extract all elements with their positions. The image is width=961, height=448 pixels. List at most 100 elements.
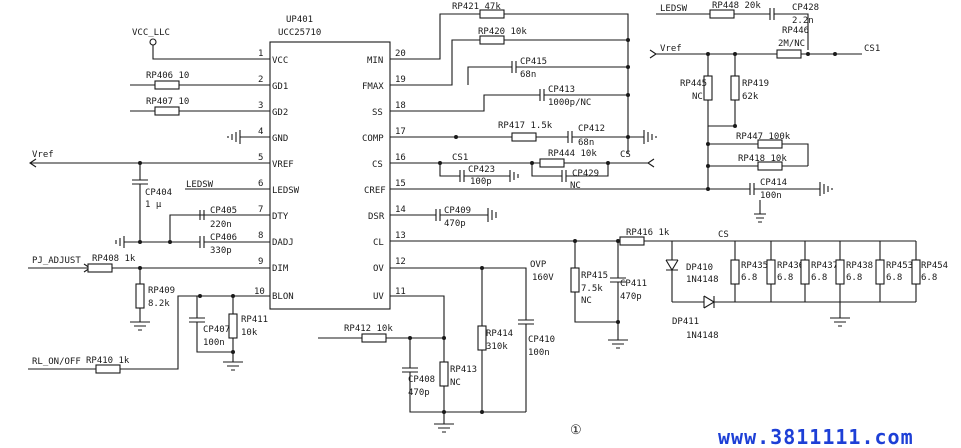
resistor-rp413: RP413 NC xyxy=(434,361,482,433)
svg-text:2.2n: 2.2n xyxy=(792,16,814,26)
svg-text:RP408 1k: RP408 1k xyxy=(92,254,136,264)
resistor-rp406: RP406 10 xyxy=(130,71,270,90)
svg-text:CP411: CP411 xyxy=(620,279,647,289)
ground-cp414-small xyxy=(754,200,766,223)
capacitor-cp428: CP428 2.2n xyxy=(769,3,819,26)
svg-text:NC: NC xyxy=(450,378,461,388)
svg-text:BLON: BLON xyxy=(272,292,294,302)
svg-text:CL: CL xyxy=(373,238,384,248)
svg-text:RP417 1.5k: RP417 1.5k xyxy=(498,121,553,131)
svg-text:VREF: VREF xyxy=(272,160,294,170)
resistor-rp415: RP415 7.5k NC xyxy=(570,241,618,323)
capacitor-cp413: CP413 1000p/NC xyxy=(390,85,630,112)
capacitor-cp404: CP404 1 μ xyxy=(132,163,172,244)
svg-text:RP446: RP446 xyxy=(782,26,809,36)
svg-text:DADJ: DADJ xyxy=(272,238,294,248)
svg-text:310k: 310k xyxy=(486,342,508,352)
svg-text:15: 15 xyxy=(395,179,406,189)
svg-text:62k: 62k xyxy=(742,92,759,102)
svg-text:RP438: RP438 xyxy=(846,261,873,271)
resistor-rp447: RP447 100k xyxy=(706,126,809,189)
svg-text:9: 9 xyxy=(258,257,263,267)
svg-text:RP436: RP436 xyxy=(777,261,804,271)
svg-text:COMP: COMP xyxy=(362,134,384,144)
svg-text:100n: 100n xyxy=(760,191,782,201)
resistor-rp448: RP448 20k xyxy=(709,1,761,19)
svg-text:DP410: DP410 xyxy=(686,263,713,273)
svg-text:RP415: RP415 xyxy=(581,271,608,281)
svg-text:RP406 10: RP406 10 xyxy=(146,71,189,81)
net-blon xyxy=(196,294,270,362)
capacitor-cp415: CP415 68n xyxy=(467,57,630,85)
svg-text:68n: 68n xyxy=(578,138,594,148)
svg-text:CP405: CP405 xyxy=(210,206,237,216)
ic-part: UCC25710 xyxy=(278,28,321,38)
resistor-rp414: RP414 310k xyxy=(477,325,513,352)
svg-text:CP428: CP428 xyxy=(792,3,819,13)
svg-text:CS: CS xyxy=(718,230,729,240)
resistor-rp407: RP407 10 xyxy=(130,97,270,116)
svg-text:VCC: VCC xyxy=(272,56,288,66)
svg-text:470p: 470p xyxy=(408,388,430,398)
svg-text:6.8: 6.8 xyxy=(921,273,937,283)
svg-text:RP418 10k: RP418 10k xyxy=(738,154,787,164)
svg-text:GD2: GD2 xyxy=(272,108,288,118)
svg-text:100p: 100p xyxy=(470,177,492,187)
svg-text:RP421 47k: RP421 47k xyxy=(452,2,501,12)
svg-text:CP414: CP414 xyxy=(760,178,787,188)
svg-text:CP408: CP408 xyxy=(408,375,435,385)
svg-text:160V: 160V xyxy=(532,273,554,283)
diode-dp411: DP411 1N4148 xyxy=(672,295,735,341)
svg-text:6.8: 6.8 xyxy=(886,273,902,283)
resistor-rp416: RP416 1k CS xyxy=(390,228,916,246)
svg-text:SS: SS xyxy=(372,108,383,118)
svg-text:1000p/NC: 1000p/NC xyxy=(548,98,591,108)
svg-text:68n: 68n xyxy=(520,70,536,80)
svg-text:RP453: RP453 xyxy=(886,261,913,271)
svg-text:7.5k: 7.5k xyxy=(581,284,603,294)
svg-text:GD1: GD1 xyxy=(272,82,288,92)
resistor-rp418: RP418 10k xyxy=(706,154,808,191)
svg-text:5: 5 xyxy=(258,153,263,163)
ic-ucc25710: UP401 UCC25710 xyxy=(269,15,391,310)
svg-text:RP413: RP413 xyxy=(450,365,477,375)
svg-text:6.8: 6.8 xyxy=(811,273,827,283)
svg-text:CREF: CREF xyxy=(364,186,386,196)
resistor-rp438: RP438 6.8 xyxy=(835,259,873,285)
resistor-rp453: RP453 6.8 xyxy=(875,259,913,285)
svg-text:DSR: DSR xyxy=(368,212,385,222)
svg-text:RP445: RP445 xyxy=(680,79,707,89)
capacitor-cp408: CP408 470p xyxy=(402,367,444,413)
capacitor-cp429: CP429 NC xyxy=(531,161,610,191)
svg-text:470p: 470p xyxy=(444,219,466,229)
capacitor-cp412: CP412 68n xyxy=(567,124,657,148)
svg-text:RP416 1k: RP416 1k xyxy=(626,228,670,238)
svg-text:RL_ON/OFF: RL_ON/OFF xyxy=(32,357,81,367)
svg-text:6.8: 6.8 xyxy=(846,273,862,283)
ic-ref: UP401 xyxy=(286,15,313,25)
svg-text:1N4148: 1N4148 xyxy=(686,275,719,285)
svg-text:8: 8 xyxy=(258,231,263,241)
svg-text:CP410: CP410 xyxy=(528,335,555,345)
net-vref-right: Vref CS1 xyxy=(649,44,880,59)
svg-text:OVP: OVP xyxy=(530,260,547,270)
svg-text:CP415: CP415 xyxy=(520,57,547,67)
capacitor-cp410: CP410 100n xyxy=(518,319,555,358)
svg-text:OV: OV xyxy=(373,264,384,274)
